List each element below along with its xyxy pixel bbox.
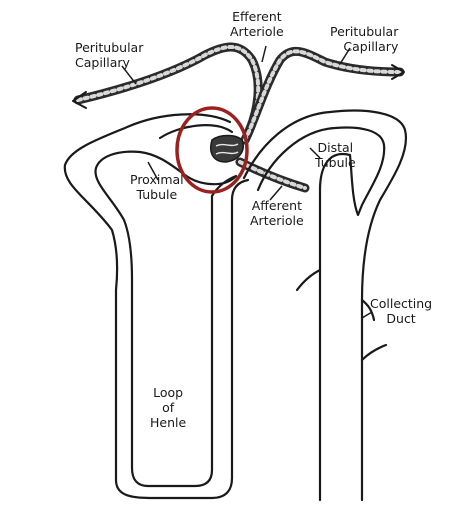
efferent-arteriole-vessel	[72, 42, 405, 145]
label-distal-tubule: Distal Tubule	[315, 140, 356, 170]
leader-distal-tubule	[309, 147, 321, 159]
leader-peritubular-left	[121, 65, 137, 85]
label-peritubular-capillary-left: Peritubular Capillary	[75, 40, 144, 70]
glomerulus	[210, 134, 244, 163]
proximal-tubule-and-loop	[63, 113, 250, 500]
label-peritubular-capillary-right: Peritubular Capillary	[330, 24, 399, 54]
label-efferent-arteriole: Efferent Arteriole	[230, 9, 284, 39]
leader-efferent-arteriole	[261, 45, 267, 63]
leader-peritubular-right	[339, 47, 351, 65]
distal-tubule-and-collecting-duct	[242, 109, 408, 502]
highlight-circle	[175, 106, 249, 194]
label-collecting-duct: Collecting Duct	[370, 296, 433, 326]
leader-collecting-duct	[361, 311, 373, 319]
arrowhead-right	[391, 64, 405, 80]
leader-proximal-tubule	[147, 161, 159, 181]
label-proximal-tubule: Proximal Tubule	[130, 172, 184, 202]
label-afferent-arteriole: Afferent Arteriole	[250, 198, 304, 228]
leader-afferent-arteriole	[269, 185, 283, 201]
label-loop-of-henle: Loop of Henle	[150, 385, 187, 430]
leader-lines	[121, 45, 373, 319]
arrowhead-left	[72, 91, 87, 109]
